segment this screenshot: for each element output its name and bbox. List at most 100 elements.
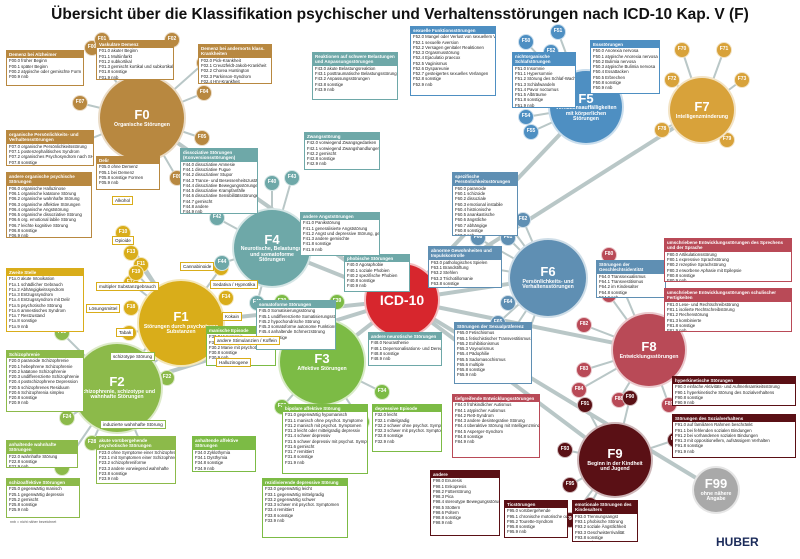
category-code: F8 — [641, 338, 657, 354]
detail-box-line: F98.8 sonstige — [433, 515, 462, 521]
detail-box-line: F40.2 spezifische Phobien — [347, 272, 398, 278]
category-code: F9 — [607, 446, 623, 462]
detail-box-line: F52.7 gesteigertes sexuelles Verlangen — [413, 71, 489, 77]
detail-box-heading: andere neurotische Störungen — [369, 333, 441, 341]
detail-box-line: F23.3 andere vorwiegend wahnhafte — [99, 465, 169, 471]
detail-box-line: F22.0 wahnhafte Störung — [9, 453, 58, 459]
detail-box-line: F06.7 leichte kognitive Störung — [9, 222, 68, 228]
detail-box-heading: Störungen der Geschlechtsidentität — [597, 261, 665, 274]
detail-box-heading: depressive Episode — [373, 405, 441, 413]
detail-box-line: F51.4 Pavor nocturnus — [515, 86, 559, 92]
detail-box-line: F31.3 leicht oder mittelgradig depressiv — [285, 428, 360, 434]
detail-box-line: F02.4 HIV-Krankheit — [201, 78, 240, 84]
subcategory-circle-f44: F44 — [214, 255, 230, 271]
detail-box-line: F91.2 bei vorhandenen sozialen Bindungen — [675, 432, 758, 438]
detail-box-line: F41.1 generalisierte Angststörung — [303, 225, 368, 231]
subcategory-circle-f83: F83 — [576, 362, 592, 378]
detail-box-heading: schizoaffektive Störungen — [7, 479, 79, 487]
detail-box-heading: phobische Störungen — [345, 255, 409, 263]
detail-box-line: F90.8 sonstige — [675, 394, 704, 400]
detail-box-line: F1x.9 nnb — [9, 323, 29, 329]
center-label: ICD-10 — [379, 291, 425, 308]
detail-box-line: F31.7 remittiert — [285, 449, 314, 455]
subcategory-circle-f05: F05 — [194, 130, 210, 146]
detail-box-line: F06.9 nnb — [9, 233, 29, 238]
subcategory-circle-f18: F18 — [123, 300, 139, 316]
detail-box-line: F51.3 Schlafwandeln — [515, 81, 556, 87]
page-title: Übersicht über die Klassifikation psychi… — [51, 6, 749, 23]
detail-box-line: F48.1 Depersonalisations- und Derealisat… — [371, 345, 442, 351]
substance-label-f14: Kokain — [222, 312, 243, 321]
detail-box-line: F07.9 nnb — [7, 165, 93, 166]
detail-box-line: F41.0 Panikstörung — [303, 220, 341, 226]
detail-box-line: F60.8 sonstige — [455, 227, 484, 233]
detail-box-line: F84.5 Asperger-Syndrom — [455, 428, 504, 434]
detail-box-line: F31.1 manisch ohne psychot. Symptome — [285, 417, 363, 423]
category-label: Schizophrenie, schizotype und wahnhafte … — [78, 388, 156, 401]
detail-box-line: F44.9 nnb — [183, 209, 203, 214]
detail-box-line: F48.8 sonstige — [371, 350, 400, 356]
detail-box-line: F98.0 Enuresis — [433, 478, 462, 484]
publisher-logo: HUBER — [716, 535, 759, 549]
detail-box-line: F40.0 Agoraphobie — [347, 262, 384, 268]
detail-box-line: F06.3 organische affektive Störungen — [9, 201, 81, 207]
category-code: F4 — [264, 231, 280, 247]
detail-box-line: F34.1 Dysthymia — [195, 455, 228, 461]
subcategory-circle-f13: F13 — [123, 245, 139, 261]
detail-box-line: F44.5 dissoziative Krampfanfälle — [183, 188, 246, 194]
detail-box-line: F33.1 gegenwärtig mittelgradig — [265, 491, 324, 497]
detail-box-line: F80.9 nnb — [667, 278, 687, 282]
detail-box-heading: somatoforme Störungen — [257, 301, 335, 309]
detail-box-line: F22.8 sonstige — [9, 459, 38, 465]
detail-box-line: F32.3 schwer mit psychot. Symptomen — [375, 428, 442, 434]
category-label: Neurotische, Belastungs- und somatoforme… — [240, 246, 304, 264]
subcategory-circle-f43: F43 — [284, 170, 300, 186]
detail-box-line: F1x.5 psychotische Störung — [9, 302, 63, 308]
detail-box-heading: abnorme Gewohnheiten und Impulskontrolle — [429, 247, 501, 260]
detail-box-line: F43.0 akute Belastungsreaktion — [315, 65, 376, 71]
detail-box-line: F02.2 Chorea Huntington — [201, 68, 250, 74]
detail-box-line: F06.6 org. emotional labile Störung — [9, 217, 76, 223]
detail-box-line: F64.0 Transsexualismus — [599, 273, 646, 279]
detail-box-heading: Reaktionen auf schwere Belastungen und A… — [313, 53, 397, 66]
detail-box-line: F98.2 Fütterstörung — [433, 488, 471, 494]
detail-box-line: F05.8 sonstige Formen — [99, 174, 144, 180]
subcategory-circle-f82: F82 — [576, 317, 592, 333]
substance-label-f11: Opioide — [112, 236, 134, 245]
detail-box-line: F1x.6 amnestisches Syndrom — [9, 307, 66, 313]
detail-box-heading: Delir — [97, 157, 159, 165]
detail-box-line: F1x.1 schädlicher Gebrauch — [9, 281, 63, 287]
detail-box-line: F52.0 Mangel oder Verlust von sexuellem … — [413, 34, 496, 40]
detail-box-line: F60.9 nnb — [455, 233, 475, 236]
detail-box-line: F30.8 sonstige — [209, 350, 238, 356]
detail-box-line: F80.8 sonstige — [667, 272, 696, 278]
detail-box-line: F00.1 später Beginn — [9, 63, 48, 69]
detail-box-line: F34.0 Zyklothymia — [195, 449, 231, 455]
detail-box-line: F51.2 Störung des Schlaf-Wach-Rhythmus — [515, 76, 576, 82]
detail-box-line: F95.9 nnb — [507, 529, 527, 535]
subcategory-circle-f24: F24 — [59, 410, 75, 426]
detail-box-line: F31.2 manisch mit psychot. Symptomen — [285, 422, 362, 428]
detail-box-line: F31.4 schwer depressiv — [285, 433, 331, 439]
detail-box-line: F65.9 nnb — [457, 372, 477, 378]
detail-box-line: F1x.8 sonstige — [9, 318, 37, 324]
detail-box-line: F30.2 Manie mit psychotischen Symptomen — [209, 344, 275, 350]
detail-box-line: F25.0 gegenwärtig manisch — [9, 486, 62, 492]
detail-box-line: F45.2 hypochondrische Störung — [259, 318, 320, 324]
detail-box-line: F95.2 Tourette-Syndrom — [507, 518, 554, 524]
detail-box-line: F60.7 abhängige — [455, 222, 488, 228]
detail-box-line: F90.9 nnb — [675, 400, 695, 406]
